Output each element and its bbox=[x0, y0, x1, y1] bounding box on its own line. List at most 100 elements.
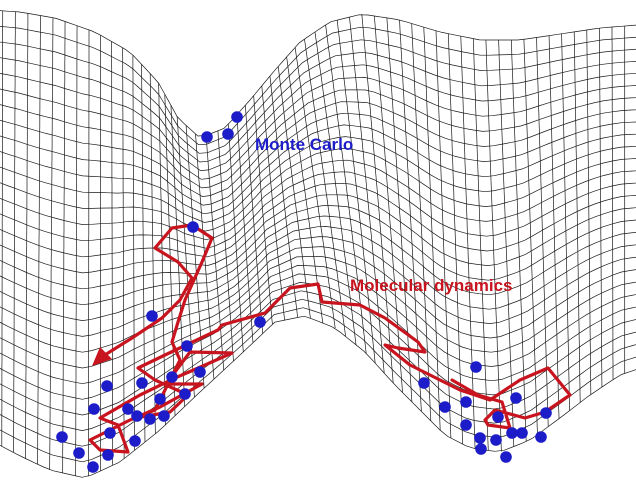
monte-carlo-dot bbox=[154, 393, 166, 405]
mesh-line-vertical bbox=[88, 29, 90, 477]
mesh-line-vertical bbox=[498, 39, 515, 447]
mesh-line-vertical bbox=[523, 39, 538, 435]
monte-carlo-dot bbox=[181, 340, 193, 352]
mesh-line-vertical bbox=[49, 17, 54, 470]
monte-carlo-dot bbox=[101, 380, 113, 392]
monte-carlo-dot bbox=[439, 401, 451, 413]
trajectory-arrowhead bbox=[92, 347, 112, 366]
mesh-line-vertical bbox=[611, 27, 614, 380]
monte-carlo-samples bbox=[56, 111, 552, 473]
mesh-line-vertical bbox=[548, 35, 560, 419]
mesh-line-vertical bbox=[536, 37, 549, 427]
monte-carlo-dot bbox=[194, 366, 206, 378]
monte-carlo-dot bbox=[122, 403, 134, 415]
monte-carlo-dot bbox=[187, 221, 199, 233]
monte-carlo-dot bbox=[144, 413, 156, 425]
mesh-line-vertical bbox=[561, 33, 570, 411]
mesh-line-vertical bbox=[244, 105, 264, 334]
monte-carlo-dot bbox=[474, 432, 486, 444]
molecular-dynamics-label: Molecular dynamics bbox=[350, 276, 513, 295]
mesh-line-vertical bbox=[411, 23, 432, 421]
trajectory-branch bbox=[98, 223, 194, 360]
mesh-line-vertical bbox=[132, 55, 135, 451]
monte-carlo-dot bbox=[158, 410, 170, 422]
monte-carlo-dot bbox=[88, 403, 100, 415]
monte-carlo-dot bbox=[166, 371, 178, 383]
trajectory-path bbox=[88, 223, 572, 454]
mesh-line-vertical bbox=[314, 31, 357, 345]
mesh-line-vertical bbox=[149, 73, 156, 434]
monte-carlo-dot bbox=[129, 435, 141, 447]
mesh-line-vertical bbox=[423, 27, 441, 431]
monte-carlo-dot bbox=[87, 461, 99, 473]
monte-carlo-dot bbox=[73, 447, 85, 459]
mesh-line-vertical bbox=[399, 19, 422, 412]
mesh-line-vertical bbox=[336, 20, 376, 364]
mesh-line-vertical bbox=[435, 30, 452, 439]
monte-carlo-dot bbox=[475, 443, 487, 455]
mesh-line-vertical bbox=[185, 125, 205, 389]
monte-carlo-dot bbox=[222, 128, 234, 140]
monte-carlo-dot bbox=[516, 427, 528, 439]
mesh-line-vertical bbox=[228, 124, 244, 352]
monte-carlo-dot bbox=[460, 419, 472, 431]
monte-carlo-dot bbox=[470, 361, 482, 373]
mesh-line-vertical bbox=[510, 39, 527, 442]
mesh-line-vertical bbox=[13, 11, 16, 453]
monte-carlo-dot bbox=[510, 392, 522, 404]
mesh-line-vertical bbox=[304, 38, 346, 337]
monte-carlo-dot bbox=[254, 316, 266, 328]
monte-carlo-dot bbox=[418, 377, 430, 389]
mesh-line-vertical bbox=[349, 17, 385, 374]
mesh-line-vertical bbox=[217, 130, 234, 362]
mesh-line-vertical bbox=[1, 10, 4, 447]
monte-carlo-dot bbox=[131, 410, 143, 422]
monte-carlo-dot bbox=[104, 427, 116, 439]
mesh-line-vertical bbox=[25, 13, 29, 459]
mesh-line-vertical bbox=[460, 36, 476, 449]
mesh-line-vertical bbox=[448, 33, 464, 445]
mesh-line-vertical bbox=[164, 94, 176, 416]
mesh-line-vertical bbox=[37, 15, 41, 465]
mesh-line-vertical bbox=[253, 95, 273, 325]
monte-carlo-dot bbox=[102, 449, 114, 461]
mesh-line-vertical bbox=[386, 17, 413, 402]
monte-carlo-dot bbox=[179, 388, 191, 400]
monte-carlo-dot bbox=[136, 377, 148, 389]
mesh-line-vertical bbox=[158, 83, 166, 425]
mesh-line-vertical bbox=[325, 24, 367, 354]
monte-carlo-dot bbox=[490, 434, 502, 446]
mesh-line-vertical bbox=[261, 85, 285, 321]
mesh-line-vertical bbox=[111, 41, 114, 466]
monte-carlo-dot bbox=[146, 310, 158, 322]
monte-carlo-dot bbox=[492, 411, 504, 423]
monte-carlo-dot bbox=[500, 451, 512, 463]
mesh-line-vertical bbox=[485, 39, 502, 452]
monte-carlo-dot bbox=[535, 431, 547, 443]
mesh-line-vertical bbox=[586, 30, 592, 395]
mesh-line-vertical bbox=[472, 38, 489, 451]
mesh-line-vertical bbox=[205, 135, 225, 371]
mesh-line-vertical bbox=[236, 114, 254, 343]
monte-carlo-label: Monte Carlo bbox=[255, 135, 353, 154]
mesh-line-vertical bbox=[269, 76, 299, 318]
mesh-line-vertical bbox=[286, 56, 324, 324]
mesh-line-vertical bbox=[122, 47, 125, 459]
monte-carlo-dot bbox=[231, 111, 243, 123]
mesh-line-vertical bbox=[573, 31, 581, 403]
monte-carlo-dot bbox=[56, 431, 68, 443]
mesh-line-vertical bbox=[62, 21, 66, 473]
monte-carlo-dot bbox=[540, 407, 552, 419]
monte-carlo-dot bbox=[506, 427, 518, 439]
mesh-line-vertical bbox=[75, 25, 78, 476]
mesh-line-vertical bbox=[294, 47, 336, 329]
monte-carlo-dot bbox=[201, 131, 213, 143]
mesh-line-vertical bbox=[598, 28, 603, 388]
energy-surface-mesh bbox=[0, 10, 636, 478]
mesh-line-vertical bbox=[141, 64, 146, 443]
molecular-dynamics-trajectory bbox=[88, 223, 572, 454]
mesh-line-vertical bbox=[277, 66, 311, 319]
mesh-line-vertical bbox=[170, 105, 186, 407]
